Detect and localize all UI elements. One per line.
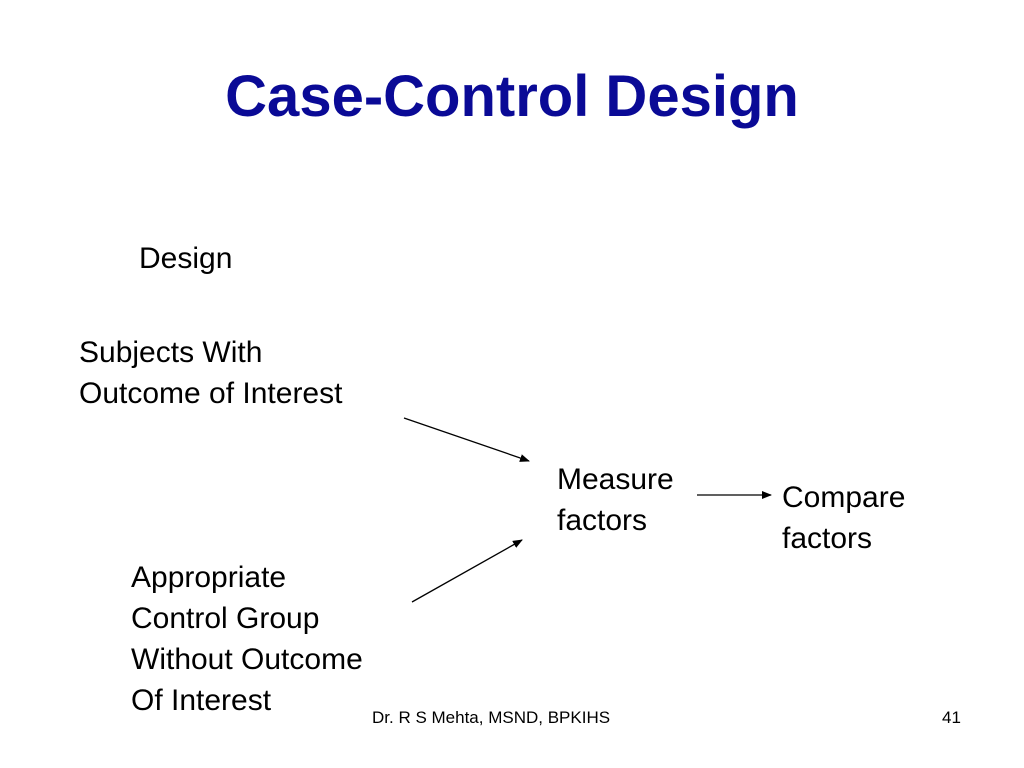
measure-node: Measure factors [557, 459, 674, 541]
controls-line-1: Appropriate [131, 561, 287, 594]
compare-line-2: factors [782, 522, 873, 555]
controls-line-4: Of Interest [131, 684, 272, 717]
measure-line-1: Measure [557, 463, 674, 496]
measure-line-2: factors [557, 504, 648, 537]
controls-node: Appropriate Control Group Without Outcom… [131, 557, 363, 721]
slide-title: Case-Control Design [225, 64, 799, 129]
controls-line-3: Without Outcome [131, 643, 363, 676]
cases-line-1: Subjects With [79, 336, 263, 369]
compare-node: Compare factors [782, 477, 905, 559]
controls-line-2: Control Group [131, 602, 320, 635]
design-label: Design [139, 242, 233, 275]
footer-author: Dr. R S Mehta, MSND, BPKIHS [372, 708, 611, 727]
cases-node: Subjects With Outcome of Interest [79, 332, 342, 414]
cases-line-2: Outcome of Interest [79, 377, 343, 410]
arrow-controls-to-measure [411, 539, 523, 603]
page-number: 41 [942, 708, 961, 727]
arrow-cases-to-measure [403, 417, 530, 462]
compare-line-1: Compare [782, 481, 906, 514]
